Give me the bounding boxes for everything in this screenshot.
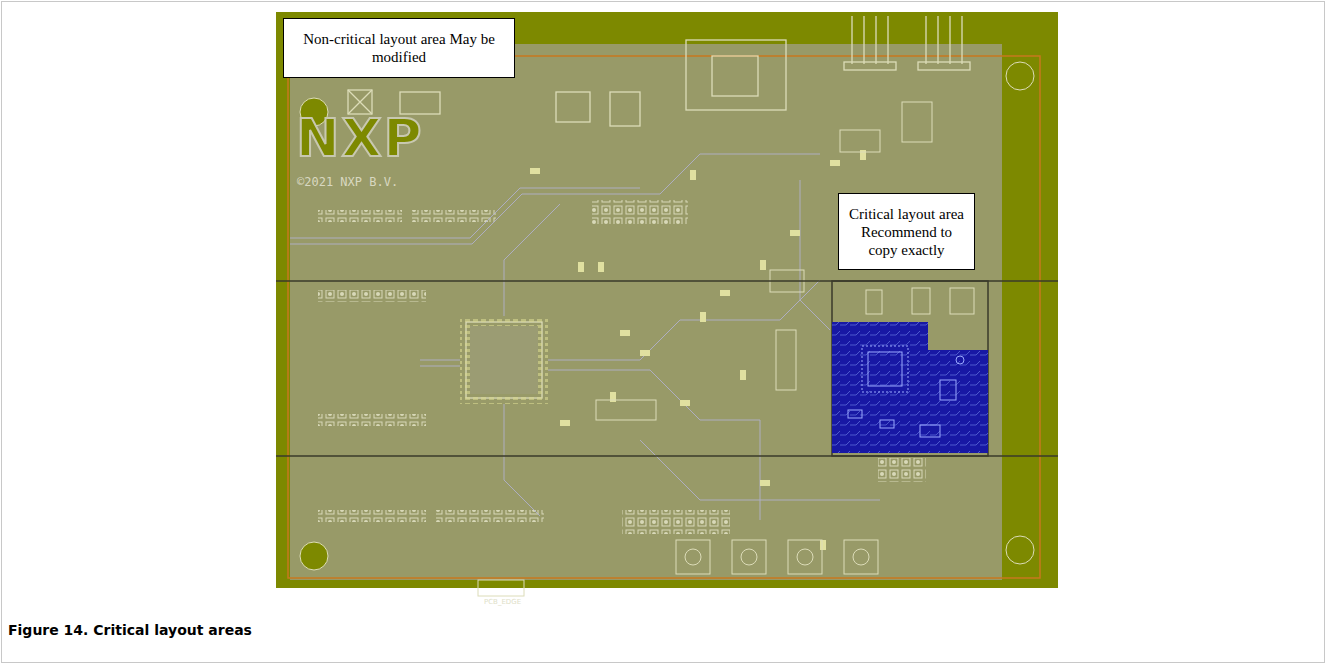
callout-text: Non-critical layout area May be modified	[292, 30, 506, 66]
callout-text: Critical layout area Recommend to copy e…	[847, 205, 966, 259]
logo-text: NXP	[296, 112, 424, 164]
silkscreen-text: PCB_EDGE	[484, 599, 521, 606]
figure-caption: Figure 14. Critical layout areas	[8, 622, 252, 638]
callout-box: Non-critical layout area May be modified	[283, 18, 515, 78]
callout-box: Critical layout area Recommend to copy e…	[838, 193, 975, 270]
silkscreen-text: ©2021 NXP B.V.	[297, 176, 398, 188]
